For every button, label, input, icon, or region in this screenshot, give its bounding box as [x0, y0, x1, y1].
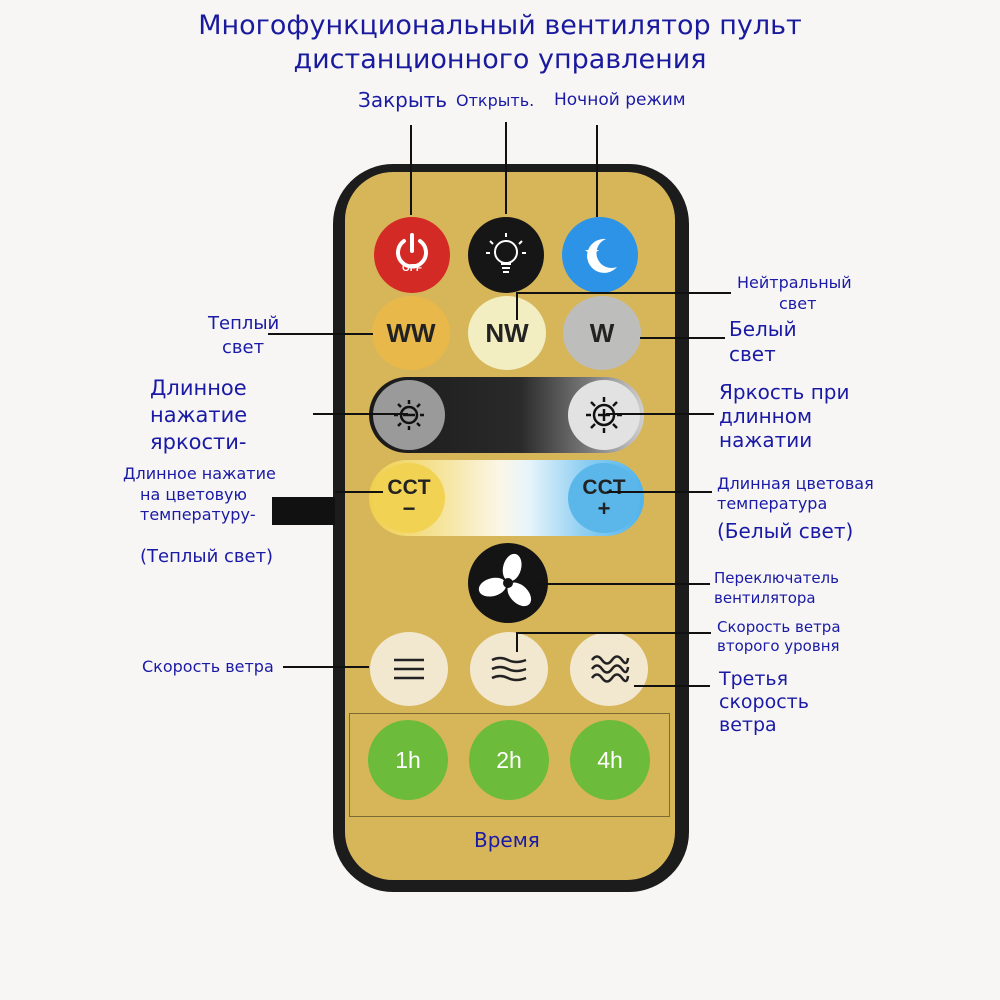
label-off: Закрыть	[358, 88, 448, 112]
label-wind3-1: Третья	[719, 668, 789, 690]
cct-minus-button[interactable]: CCT −	[373, 463, 445, 533]
label-wind2-2: второго уровня	[717, 637, 840, 655]
label-cct-minus-2: на цветовую	[140, 485, 247, 504]
leader-neutral-v	[516, 292, 518, 320]
label-white-2: свет	[729, 342, 776, 366]
warm-white-button[interactable]: WW	[372, 296, 450, 370]
leader-dim	[313, 413, 408, 415]
leader-wind2-h	[516, 632, 711, 634]
plus-icon: +	[597, 496, 611, 521]
leader-off	[410, 125, 412, 215]
cct-minus-label: CCT	[387, 476, 431, 499]
neutral-white-button[interactable]: NW	[468, 296, 546, 370]
ww-label: WW	[386, 317, 436, 348]
label-neutral-1: Нейтральный	[737, 273, 852, 292]
label-warm-2: свет	[222, 337, 265, 358]
light-on-button[interactable]	[468, 217, 544, 293]
label-fan-2: вентилятора	[714, 589, 816, 607]
leader-wind3	[634, 685, 710, 687]
label-wind3-3: ветра	[719, 714, 777, 736]
minus-icon: −	[402, 496, 416, 521]
leader-night	[596, 125, 598, 217]
label-bright-2: длинном	[719, 404, 813, 428]
label-on: Открыть.	[456, 91, 535, 110]
time-label: Время	[474, 828, 540, 852]
fan-icon	[478, 553, 532, 607]
timer-1h-button[interactable]: 1h	[368, 720, 448, 800]
remote-side-button	[272, 497, 335, 525]
label-night: Ночной режим	[554, 90, 686, 110]
power-icon	[396, 233, 428, 269]
label-white-1: Белый	[729, 317, 797, 341]
white-button[interactable]: W	[563, 296, 641, 370]
label-cct-minus-1: Длинное нажатие	[123, 464, 276, 483]
brightness-down-icon	[394, 400, 424, 430]
wind-speed-3-button[interactable]	[570, 632, 648, 706]
label-bright-1: Яркость при	[719, 380, 850, 404]
brightness-up-icon	[586, 397, 622, 433]
page-title-line2: дистанционного управления	[293, 44, 707, 75]
nw-label: NW	[485, 317, 529, 348]
leader-warm	[268, 333, 373, 335]
night-mode-button[interactable]	[562, 217, 638, 293]
moon-icon	[585, 238, 617, 273]
label-cct-minus-3: температуру-	[140, 505, 256, 524]
cct-plus-button[interactable]: CCT +	[568, 463, 640, 533]
brightness-down-button[interactable]	[373, 380, 445, 450]
label-neutral-2: свет	[779, 294, 817, 313]
label-wind1: Скорость ветра	[142, 657, 274, 676]
timer-4h-button[interactable]: 4h	[570, 720, 650, 800]
timer-2h-label: 2h	[496, 746, 522, 773]
label-dim-1: Длинное	[150, 376, 247, 400]
wind-speed-1-button[interactable]	[370, 632, 448, 706]
label-cct-plus-2: температура	[717, 494, 828, 513]
power-off-button[interactable]: OFF	[374, 217, 450, 293]
leader-fan	[540, 583, 710, 585]
leader-wind1	[283, 666, 369, 668]
label-wind2-1: Скорость ветра	[717, 618, 841, 636]
w-label: W	[589, 317, 615, 348]
timer-4h-label: 4h	[597, 746, 623, 773]
label-bright-3: нажатии	[719, 428, 813, 452]
leader-neutral-h	[516, 292, 731, 294]
brightness-up-button[interactable]	[568, 380, 640, 450]
leader-cct-minus	[335, 491, 383, 493]
label-dim-3: яркости-	[150, 430, 247, 454]
leader-on	[505, 122, 507, 214]
timer-1h-label: 1h	[395, 746, 421, 773]
timer-2h-button[interactable]: 2h	[469, 720, 549, 800]
timer-group	[349, 713, 670, 817]
label-cct-plus-1: Длинная цветовая	[717, 474, 874, 493]
lightbulb-icon	[486, 233, 526, 273]
leader-wind2-v	[516, 632, 518, 652]
label-fan-1: Переключатель	[714, 569, 839, 587]
cct-plus-label: CCT	[582, 476, 626, 499]
label-dim-2: нажатие	[150, 403, 248, 427]
label-wind3-2: скорость	[719, 691, 809, 713]
leader-white	[640, 337, 725, 339]
fan-toggle-button[interactable]	[468, 543, 548, 623]
wind-low-icon	[394, 658, 424, 680]
label-cct-minus-4: (Теплый свет)	[140, 546, 274, 567]
leader-bright	[606, 413, 714, 415]
page-title-line1: Многофункциональный вентилятор пульт	[198, 10, 802, 41]
label-cct-plus-3: (Белый свет)	[717, 519, 854, 543]
wind-medium-icon	[491, 656, 527, 682]
label-warm-1: Теплый	[208, 313, 280, 334]
leader-cct-plus	[607, 491, 712, 493]
off-label: OFF	[402, 263, 422, 274]
wind-high-icon	[590, 655, 630, 683]
wind-speed-2-button[interactable]	[470, 632, 548, 706]
